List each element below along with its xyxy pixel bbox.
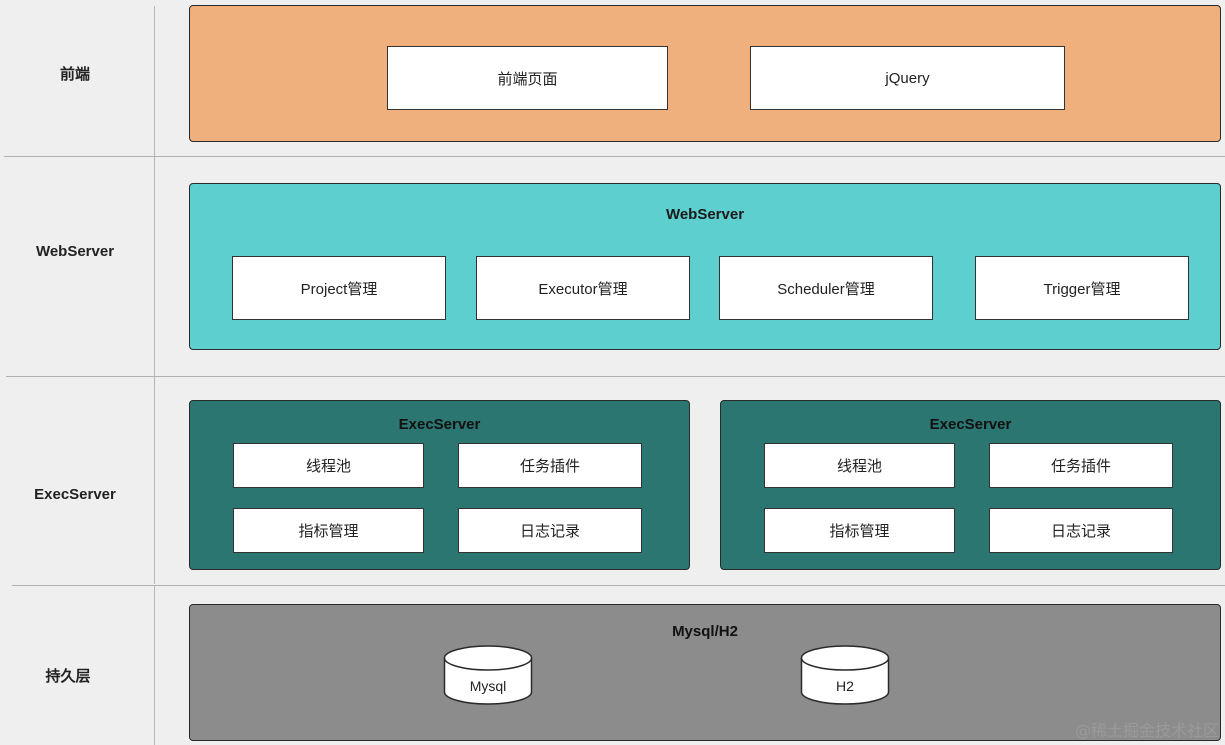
- row-label-persistence: 持久层: [45, 668, 91, 685]
- thread-pool-box: 线程池: [233, 443, 424, 488]
- task-plugin-box: 任务插件: [458, 443, 642, 488]
- persistence-panel: Mysql/H2 Mysql H2: [189, 604, 1221, 741]
- task-plugin-box: 任务插件: [989, 443, 1173, 488]
- h2-database-icon: H2: [800, 644, 890, 706]
- project-management-box: Project管理: [232, 256, 446, 320]
- scheduler-management-box: Scheduler管理: [719, 256, 933, 320]
- h2-database-label: H2: [836, 678, 854, 694]
- metrics-management-box: 指标管理: [233, 508, 424, 553]
- execserver-panel: ExecServer 线程池 任务插件 指标管理 日志记录: [189, 400, 690, 570]
- watermark: @稀土掘金技术社区: [1074, 721, 1219, 740]
- row-divider: [12, 585, 1225, 586]
- jquery-box: jQuery: [750, 46, 1065, 110]
- logging-box: 日志记录: [989, 508, 1173, 553]
- metrics-management-box: 指标管理: [764, 508, 955, 553]
- logging-box: 日志记录: [458, 508, 642, 553]
- webserver-panel-title: WebServer: [665, 206, 745, 223]
- column-divider: [154, 6, 155, 156]
- executor-management-box: Executor管理: [476, 256, 690, 320]
- execserver-panel-title: ExecServer: [398, 416, 481, 433]
- execserver-panel-title: ExecServer: [929, 416, 1012, 433]
- row-label-webserver: WebServer: [35, 243, 115, 260]
- webserver-panel: WebServer Project管理 Executor管理 Scheduler…: [189, 183, 1221, 350]
- column-divider: [154, 377, 155, 584]
- trigger-management-box: Trigger管理: [975, 256, 1189, 320]
- persistence-panel-title: Mysql/H2: [672, 623, 738, 640]
- frontend-panel: 前端页面 jQuery: [189, 5, 1221, 142]
- mysql-database-label: Mysql: [469, 678, 507, 694]
- thread-pool-box: 线程池: [764, 443, 955, 488]
- row-label-frontend: 前端: [59, 66, 90, 83]
- mysql-database-icon: Mysql: [443, 644, 533, 706]
- row-divider: [6, 376, 1225, 377]
- row-label-execserver: ExecServer: [34, 486, 116, 503]
- row-divider: [4, 156, 1225, 157]
- execserver-panel: ExecServer 线程池 任务插件 指标管理 日志记录: [720, 400, 1221, 570]
- column-divider: [154, 157, 155, 376]
- frontend-page-box: 前端页面: [387, 46, 668, 110]
- column-divider: [154, 586, 155, 745]
